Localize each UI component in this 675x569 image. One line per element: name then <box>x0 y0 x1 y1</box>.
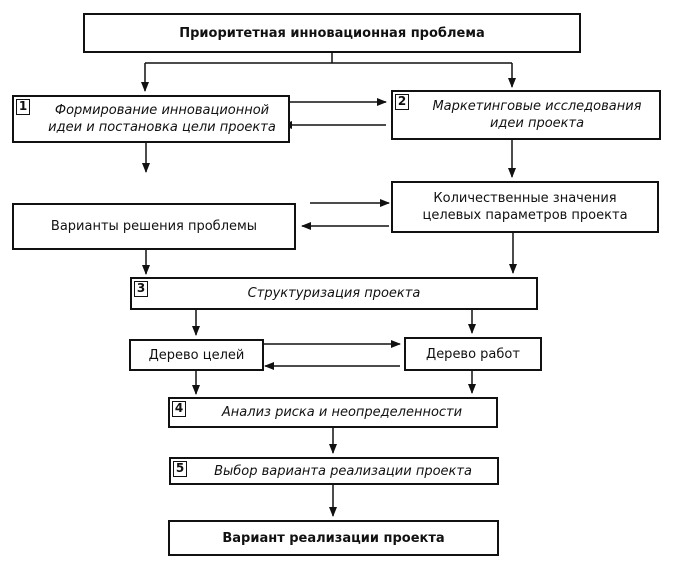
node-priority-problem: Приоритетная инновационная проблема <box>83 13 581 53</box>
node-implementation-option-label: Вариант реализации проекта <box>222 530 445 546</box>
node-idea-formation-label: Формирование инновационной идеи и постан… <box>48 103 276 135</box>
step-number-1: 1 <box>16 99 30 115</box>
node-target-parameters-label: Количественные значения целевых параметр… <box>422 191 628 223</box>
node-structuring-label: Структуризация проекта <box>247 286 421 301</box>
node-solution-options: Варианты решения проблемы <box>12 203 296 250</box>
node-goal-tree: Дерево целей <box>129 339 264 371</box>
arrow-problem-split <box>145 52 512 64</box>
node-priority-problem-label: Приоритетная инновационная проблема <box>179 25 485 41</box>
step-number-3: 3 <box>134 281 148 297</box>
node-option-selection-label: Выбор варианта реализации проекта <box>214 463 472 479</box>
node-risk-analysis: 4 Анализ риска и неопределенности <box>168 397 498 428</box>
node-marketing-research: 2 Маркетинговые исследования идеи проект… <box>391 90 661 140</box>
node-risk-analysis-label: Анализ риска и неопределенности <box>221 405 463 420</box>
step-number-2: 2 <box>395 94 409 110</box>
node-target-parameters: Количественные значения целевых параметр… <box>391 181 659 233</box>
node-solution-options-label: Варианты решения проблемы <box>50 219 258 234</box>
node-idea-formation: 1 Формирование инновационной идеи и пост… <box>12 95 290 143</box>
step-number-4: 4 <box>172 401 186 417</box>
node-implementation-option: Вариант реализации проекта <box>168 520 499 556</box>
node-goal-tree-label: Дерево целей <box>148 347 245 363</box>
step-number-5: 5 <box>173 461 187 477</box>
node-structuring: 3 Структуризация проекта <box>130 277 538 310</box>
node-work-tree: Дерево работ <box>404 337 542 371</box>
node-work-tree-label: Дерево работ <box>426 346 520 362</box>
node-option-selection: 5 Выбор варианта реализации проекта <box>169 457 499 485</box>
node-marketing-research-label: Маркетинговые исследования идеи проекта <box>432 99 642 131</box>
